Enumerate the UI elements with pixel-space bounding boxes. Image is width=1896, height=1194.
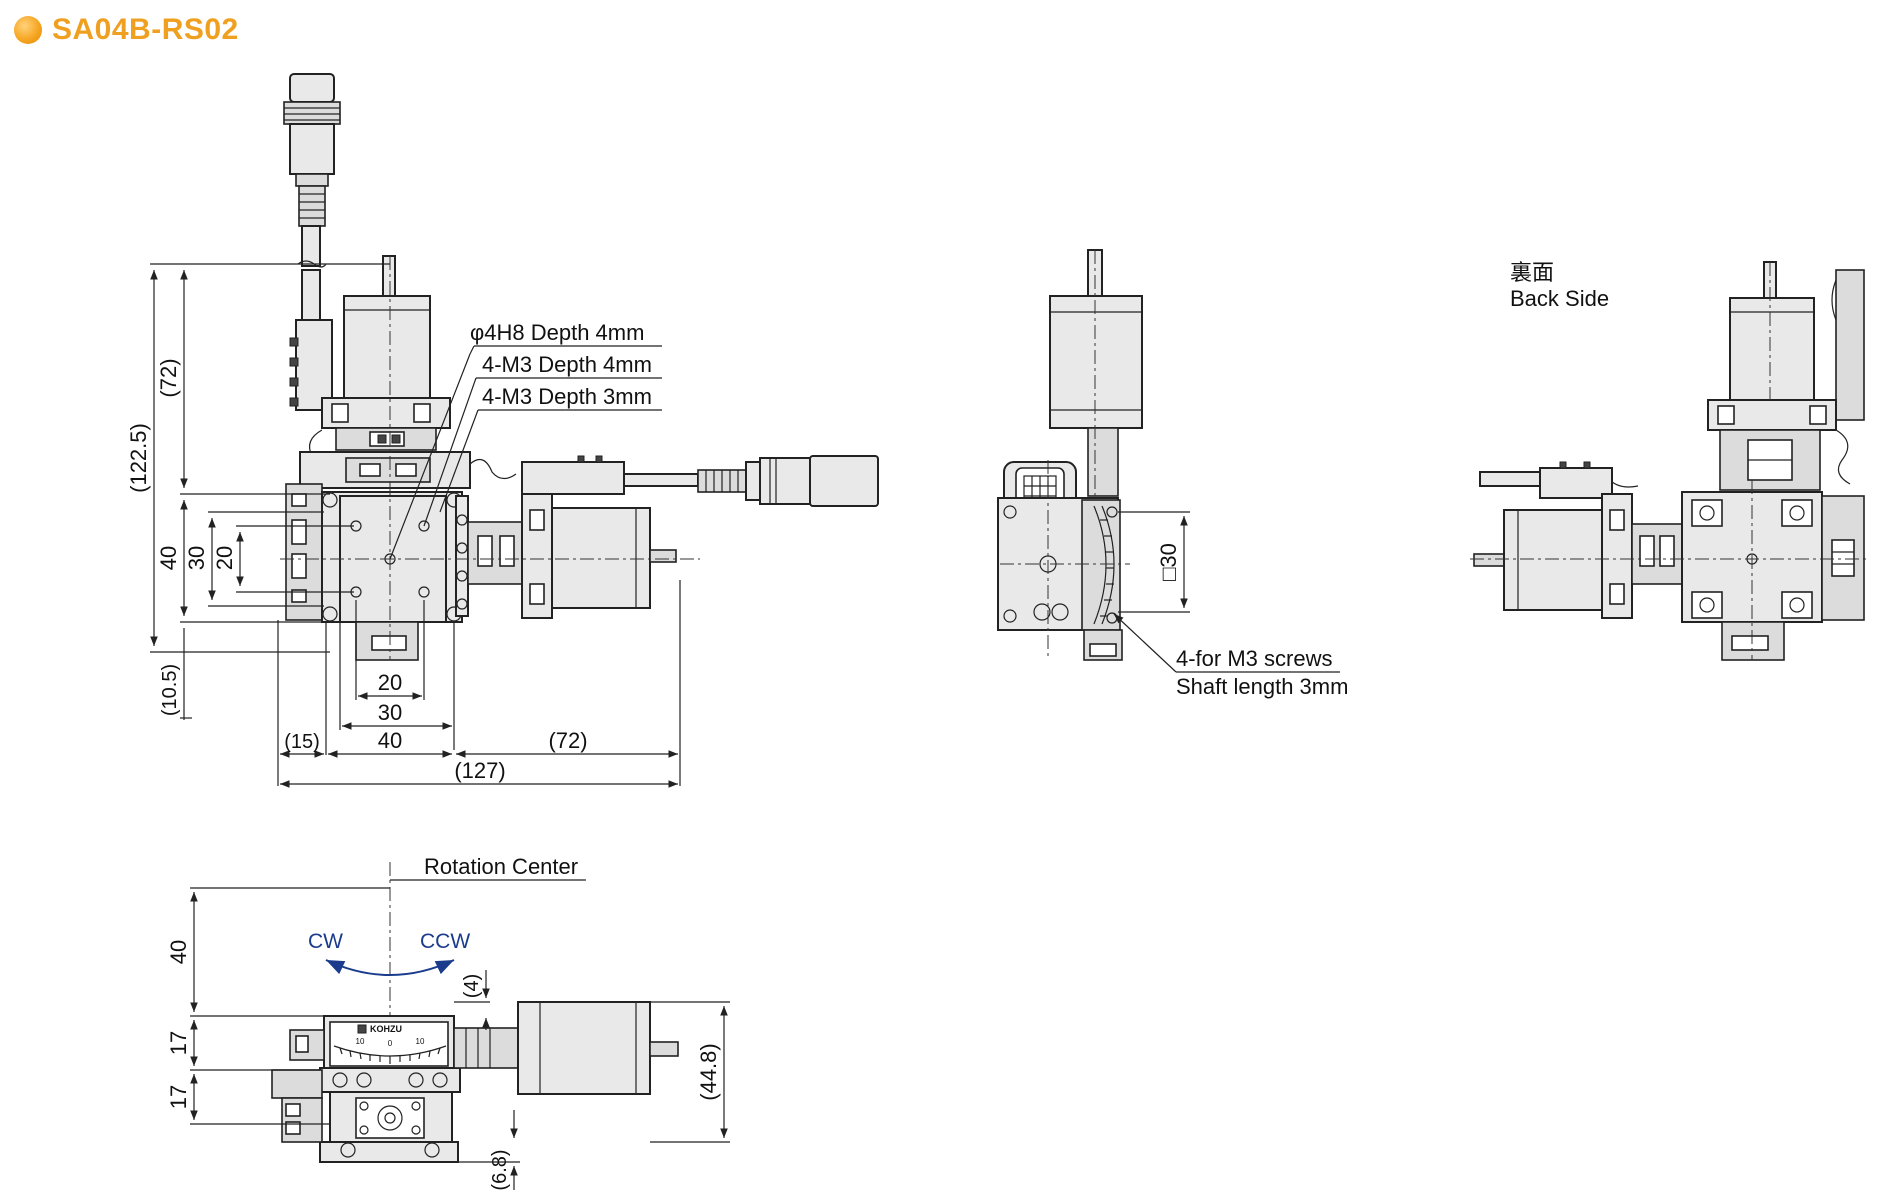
- goniometer-scale: 10 0 10: [339, 1037, 441, 1064]
- dim-motor-height: (72): [156, 358, 181, 397]
- side-note-screws: 4-for M3 screws: [1176, 646, 1332, 671]
- callout-m3-depth4: 4-M3 Depth 4mm: [482, 352, 652, 377]
- dim-40-horizontal: 40: [378, 728, 402, 753]
- dim-bottom-6-8: (6.8): [489, 1149, 511, 1190]
- front-cable-connector: [283, 73, 341, 411]
- front-view: φ4H8 Depth 4mm 4-M3 Depth 4mm 4-M3 Depth…: [126, 73, 879, 788]
- product-title: SA04B-RS02: [52, 13, 239, 46]
- bottom-view: Rotation Center CW CCW 10 0 10 KOHZU: [166, 854, 730, 1191]
- front-upper-stage: [299, 451, 471, 489]
- dim-bottom-44-8: (44.8): [696, 1043, 721, 1100]
- dim-square-30: □30: [1156, 543, 1181, 581]
- back-label-en: Back Side: [1510, 286, 1609, 311]
- cw-label: CW: [308, 930, 343, 953]
- dim-20-vertical: 20: [212, 546, 237, 570]
- brand-logo-text: KOHZU: [370, 1024, 402, 1034]
- rotation-center-label: Rotation Center: [424, 854, 578, 879]
- dim-overall-height: (122.5): [126, 423, 151, 493]
- title-block: SA04B-RS02: [14, 12, 239, 48]
- dim-left-offset: (15): [284, 731, 320, 753]
- back-view: 裏面 Back Side: [1470, 260, 1870, 661]
- back-label-jp: 裏面: [1510, 260, 1554, 285]
- scale-tick-right: 10: [416, 1037, 425, 1046]
- callout-m3-depth3: 4-M3 Depth 3mm: [482, 384, 652, 409]
- dim-30-vertical: 30: [184, 546, 209, 570]
- dim-motor-length: (72): [548, 728, 587, 753]
- dim-bottom-17-upper: 17: [166, 1031, 191, 1055]
- dim-bottom-4: (4): [461, 974, 483, 998]
- title-bullet-icon: [14, 16, 42, 44]
- front-top-motor: [321, 255, 451, 451]
- callout-hole-depth: φ4H8 Depth 4mm: [470, 320, 644, 345]
- dim-bottom-offset: (10.5): [159, 664, 181, 716]
- side-note-shaft: Shaft length 3mm: [1176, 674, 1348, 699]
- dim-30-horizontal: 30: [378, 700, 402, 725]
- side-view: □30 4-for M3 screws Shaft length 3mm: [997, 249, 1348, 699]
- dim-bottom-40: 40: [166, 940, 191, 964]
- scale-tick-left: 10: [356, 1037, 365, 1046]
- scale-tick-zero: 0: [388, 1039, 393, 1048]
- front-side-motor: [467, 455, 677, 619]
- dim-40-vertical: 40: [156, 546, 181, 570]
- dim-bottom-17-lower: 17: [166, 1085, 191, 1109]
- ccw-label: CCW: [420, 930, 470, 953]
- dim-overall-length: (127): [454, 758, 505, 783]
- front-side-cable-connector: [623, 455, 879, 507]
- dim-20-horizontal: 20: [378, 670, 402, 695]
